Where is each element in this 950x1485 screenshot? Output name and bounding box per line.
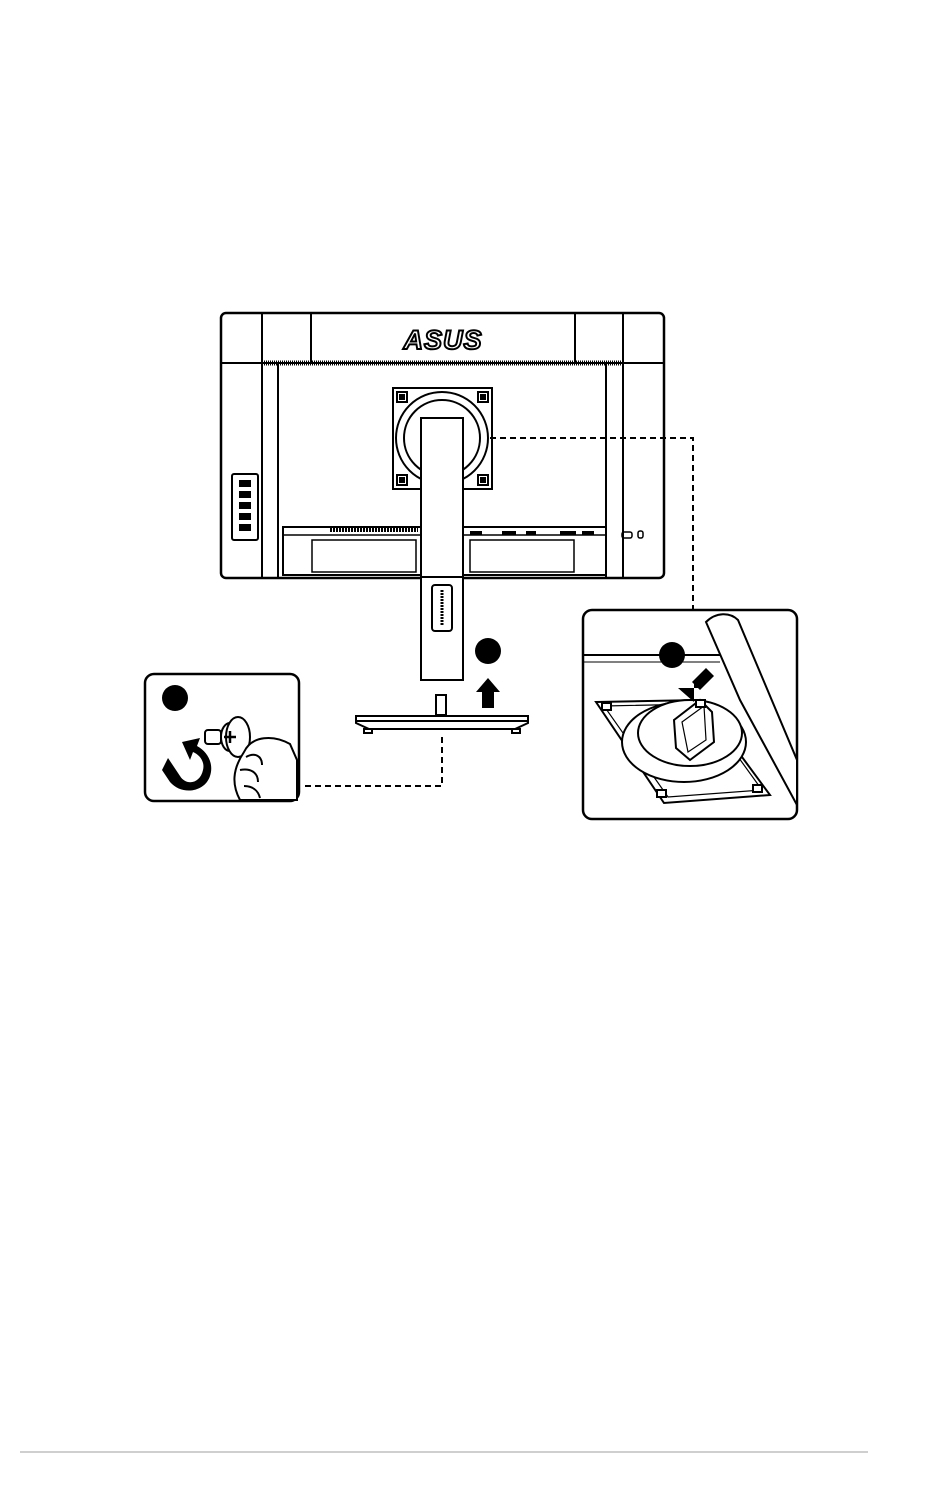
footer-rule (20, 1451, 868, 1453)
step-callout-marker (162, 685, 188, 711)
step-callout-marker (659, 642, 685, 668)
stand-base-icon (356, 695, 528, 733)
stand-removal-illustration: ASUS (0, 0, 950, 900)
step-callout-marker (475, 638, 501, 664)
screw-inset (145, 674, 299, 801)
lift-stand-step (475, 638, 501, 708)
mount-inset (583, 610, 797, 819)
arrow-up-icon (476, 678, 500, 708)
brand-logo: ASUS (402, 325, 482, 355)
stand-neck (421, 418, 463, 680)
